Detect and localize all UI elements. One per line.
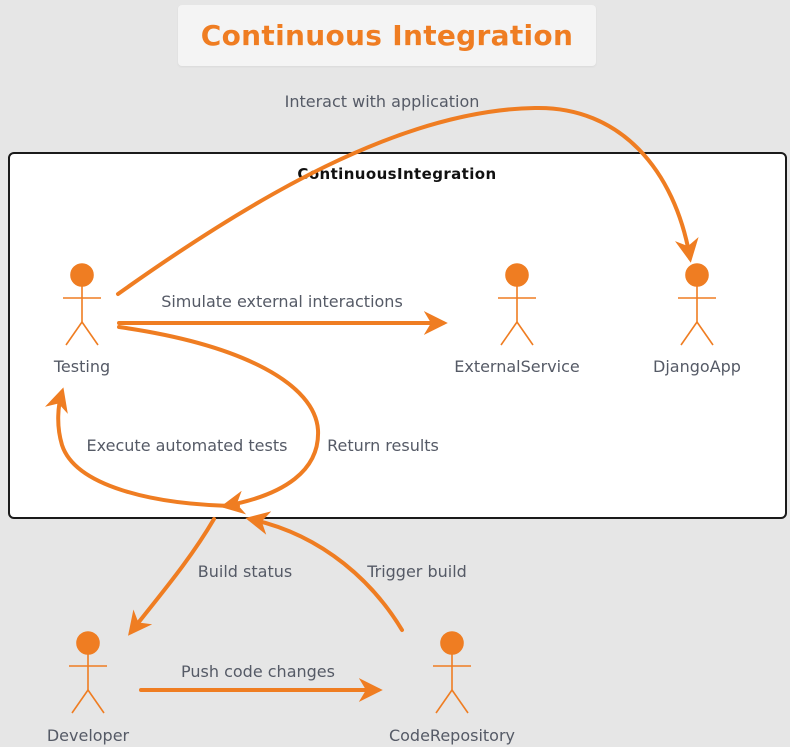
edge-execute-automated-tests bbox=[44, 387, 240, 508]
actor-label-django-app: DjangoApp bbox=[653, 357, 741, 376]
actor-label-developer: Developer bbox=[47, 726, 130, 745]
actor-developer: Developer bbox=[47, 631, 130, 745]
edge-interact-with-application bbox=[116, 105, 699, 296]
actor-code-repository: CodeRepository bbox=[389, 631, 515, 745]
stick-figure-icon bbox=[69, 631, 107, 714]
edge-label-execute: Execute automated tests bbox=[87, 436, 288, 455]
actor-label-external-service: ExternalService bbox=[454, 357, 580, 376]
actor-external-service: ExternalService bbox=[454, 263, 580, 376]
actor-django-app: DjangoApp bbox=[653, 263, 741, 376]
actor-testing: Testing bbox=[53, 263, 110, 376]
stick-figure-icon bbox=[498, 263, 536, 346]
edge-label-build-status: Build status bbox=[198, 562, 292, 581]
edge-label-push-code: Push code changes bbox=[181, 662, 335, 681]
edge-return-results bbox=[117, 325, 321, 515]
stick-figure-icon bbox=[63, 263, 101, 346]
boundary-continuous-integration: ContinuousIntegration bbox=[8, 152, 787, 519]
edge-label-return-results: Return results bbox=[327, 436, 439, 455]
edge-trigger-build bbox=[245, 511, 404, 632]
stick-figure-icon bbox=[678, 263, 716, 346]
boundary-title: ContinuousIntegration bbox=[297, 165, 496, 183]
actor-label-testing: Testing bbox=[53, 357, 110, 376]
diagram-title-box: Continuous Integration bbox=[178, 5, 596, 66]
diagram-title: Continuous Integration bbox=[200, 19, 574, 52]
edge-label-interact: Interact with application bbox=[285, 92, 480, 111]
stick-figure-icon bbox=[433, 631, 471, 714]
edge-label-trigger-build: Trigger build bbox=[366, 562, 467, 581]
actor-label-code-repository: CodeRepository bbox=[389, 726, 515, 745]
edge-label-simulate: Simulate external interactions bbox=[161, 292, 403, 311]
edge-build-status bbox=[128, 517, 216, 636]
